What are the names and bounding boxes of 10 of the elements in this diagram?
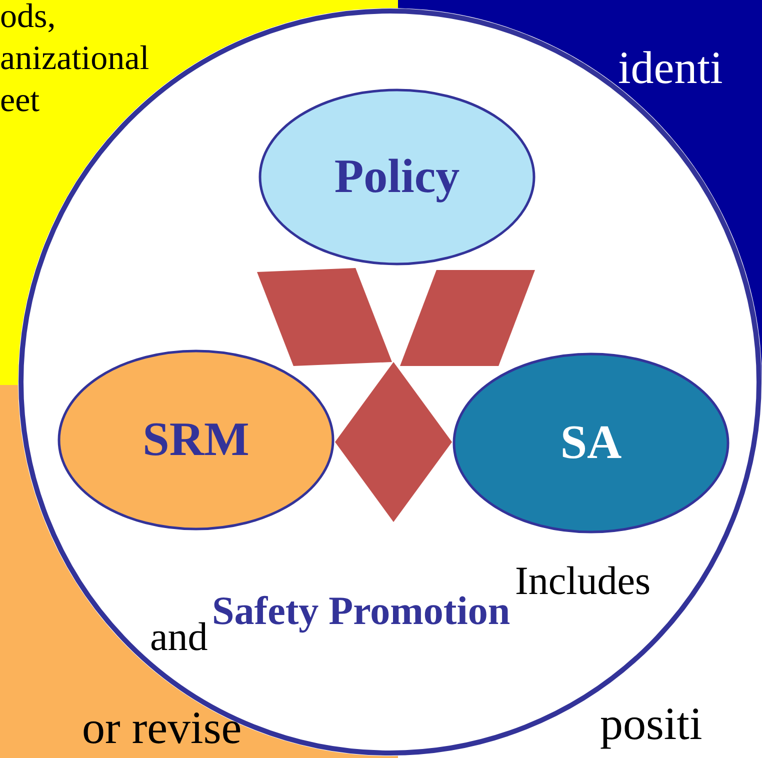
circle-title: Safety Promotion bbox=[212, 588, 510, 634]
slide-text: ods, anizational eet bbox=[0, 0, 150, 121]
slide-text: identi bbox=[618, 41, 723, 95]
node-label: SRM bbox=[142, 413, 250, 467]
slide-text: positi bbox=[600, 697, 702, 751]
slide-text: and bbox=[150, 613, 208, 661]
slide-text: Includes bbox=[515, 557, 651, 605]
slide-text: or revise bbox=[82, 701, 242, 755]
node-label: SA bbox=[560, 416, 622, 470]
node-label: Policy bbox=[334, 150, 460, 204]
